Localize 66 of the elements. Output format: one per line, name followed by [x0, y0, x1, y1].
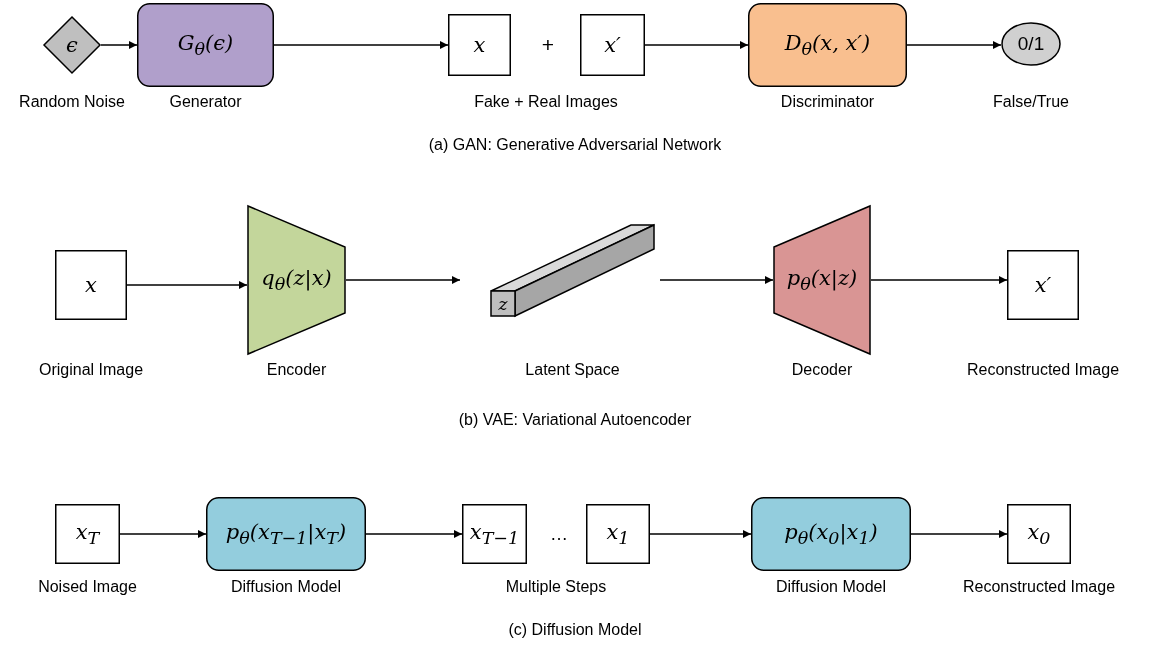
arrow [659, 276, 774, 284]
math-label: x$_{1}$ [606, 519, 630, 549]
arrow [273, 41, 449, 49]
process-box [462, 504, 527, 564]
arrow [649, 530, 752, 538]
node-caption: False/True [993, 92, 1069, 112]
decoder-trapezoid [773, 205, 871, 355]
process-box [55, 250, 127, 320]
node-caption: Encoder [266, 360, 327, 380]
node-caption: Reconstructed Image [962, 577, 1116, 597]
node-caption: Latent Space [525, 360, 620, 380]
node-caption: Generator [169, 92, 242, 112]
node-caption: Diffusion Model [776, 577, 886, 597]
node-caption: Noised Image [38, 577, 137, 597]
math-label: G$_{θ}$(ϵ) [177, 30, 234, 60]
math-label: z [498, 293, 508, 314]
output-label: 0/1 [1017, 33, 1045, 55]
math-label: p$_{θ}$(x$_{0}$|x$_{1}$) [784, 519, 878, 549]
process-box [206, 497, 366, 571]
math-label: x [473, 33, 486, 57]
math-label: p$_{θ}$(x$_{T−1}$|x$_{T}$) [225, 519, 347, 549]
arrow [870, 276, 1008, 284]
node-caption: Decoder [791, 360, 853, 380]
arrow [906, 41, 1002, 49]
panel-caption: (c) Diffusion Model [508, 620, 642, 640]
arrow [365, 530, 463, 538]
math-label: x [85, 273, 97, 297]
node-caption: Diffusion Model [231, 577, 341, 597]
panel-caption: (a) GAN: Generative Adversarial Network [428, 135, 722, 155]
arrow [345, 276, 461, 284]
math-label: x$_{0}$ [1027, 519, 1051, 549]
math-label: ϵ [66, 33, 78, 57]
process-box [580, 14, 645, 76]
process-box [137, 3, 274, 87]
group-caption: Fake + Real Images [474, 92, 618, 112]
panel-caption: (b) VAE: Variational Autoencoder [458, 410, 692, 430]
arrow [100, 41, 138, 49]
math-label: x′ [1034, 273, 1052, 297]
arrow [644, 41, 749, 49]
process-box [448, 14, 511, 76]
math-label: D$_{θ}$(x, x′) [784, 30, 871, 60]
process-box [748, 3, 907, 87]
process-box [55, 504, 120, 564]
encoder-trapezoid [247, 205, 346, 355]
process-box [751, 497, 911, 571]
output-ellipse [1001, 22, 1061, 66]
latent-bar [490, 224, 655, 317]
math-label: x$_{T}$ [75, 519, 100, 549]
arrow [126, 281, 248, 289]
ellipsis: … [550, 524, 568, 544]
node-caption: Reconstructed Image [966, 360, 1120, 380]
process-box [586, 504, 650, 564]
plus-sign: + [541, 35, 555, 55]
arrow [910, 530, 1008, 538]
math-label: x$_{T−1}$ [469, 519, 520, 549]
group-caption: Multiple Steps [505, 577, 607, 597]
node-caption: Random Noise [19, 92, 125, 112]
math-label: q$_{θ}$(z|x) [261, 265, 332, 295]
node-caption: Original Image [39, 360, 143, 380]
node-caption: Discriminator [780, 92, 875, 112]
math-label: x′ [604, 33, 621, 57]
math-label: p$_{θ}$(x|z) [786, 265, 858, 295]
arrow [119, 530, 207, 538]
process-box [1007, 250, 1079, 320]
input-diamond [43, 16, 101, 74]
process-box [1007, 504, 1071, 564]
